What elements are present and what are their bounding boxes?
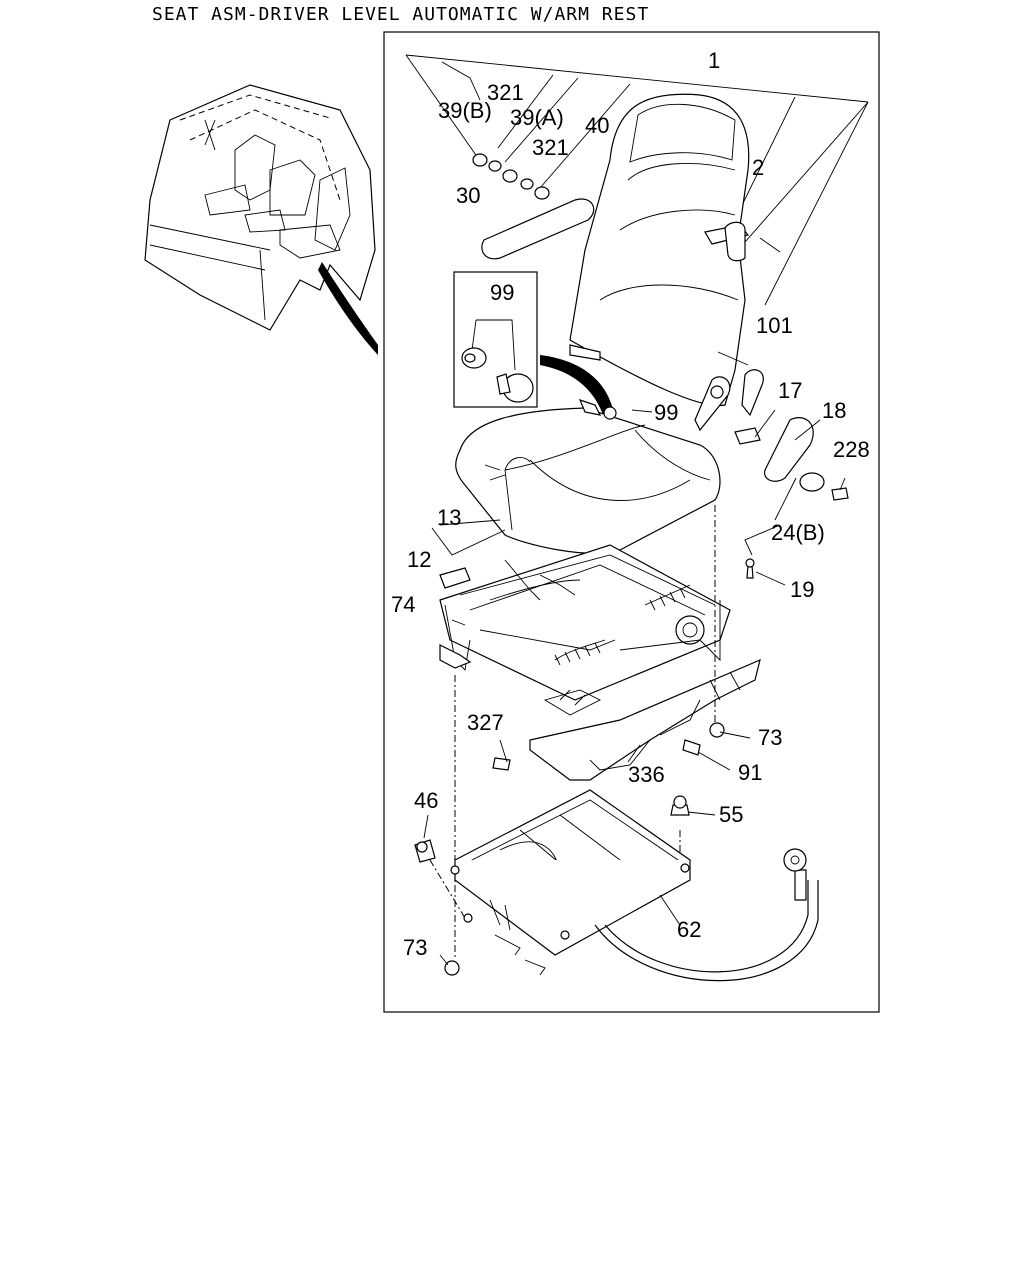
callout-336: 336 [628,762,665,787]
callout-74: 74 [391,592,415,617]
callout-13: 13 [437,505,461,530]
callout-73-bottom: 73 [403,935,427,960]
callout-39b: 39(B) [438,98,492,123]
callout-62: 62 [677,917,701,942]
recliner-parts [694,351,849,556]
callout-73-right: 73 [758,725,782,750]
diagram-frame [383,31,880,1013]
callout-46: 46 [414,788,438,813]
seat-adjuster-mechanism [439,544,731,716]
callout-99: 99 [654,400,678,425]
callout-99-inset: 99 [490,280,514,305]
fasteners-mid [492,558,755,771]
seat-base-frame [450,789,692,976]
label-leaders [423,409,846,966]
callout-2: 2 [752,155,764,180]
detail-inset-99 [453,271,615,420]
seat-bottom-bracket [529,658,761,781]
callout-1: 1 [708,48,720,73]
callout-17: 17 [778,378,802,403]
callout-40: 40 [585,113,609,138]
callout-91: 91 [738,760,762,785]
callout-12: 12 [407,547,431,572]
callout-327: 327 [467,710,504,735]
callout-19: 19 [790,577,814,602]
callout-321-top: 321 [487,80,524,105]
vehicle-cab-inset [144,84,378,355]
callout-321-mid: 321 [532,135,569,160]
arm-rest [481,198,595,260]
seat-cushion [455,399,721,554]
seat-back [569,93,750,407]
fasteners-lower [414,795,690,976]
callout-18: 18 [822,398,846,423]
cable-harness [594,848,819,982]
diagram-title: SEAT ASM-DRIVER LEVEL AUTOMATIC W/ARM RE… [152,4,650,25]
callout-39a: 39(A) [510,105,564,130]
callout-leader-lines [405,54,869,306]
callout-30: 30 [456,183,480,208]
washers-nuts-group [472,153,550,200]
callout-55: 55 [719,802,743,827]
callout-101: 101 [756,313,793,338]
callout-24b: 24(B) [771,520,825,545]
callout-228: 228 [833,437,870,462]
